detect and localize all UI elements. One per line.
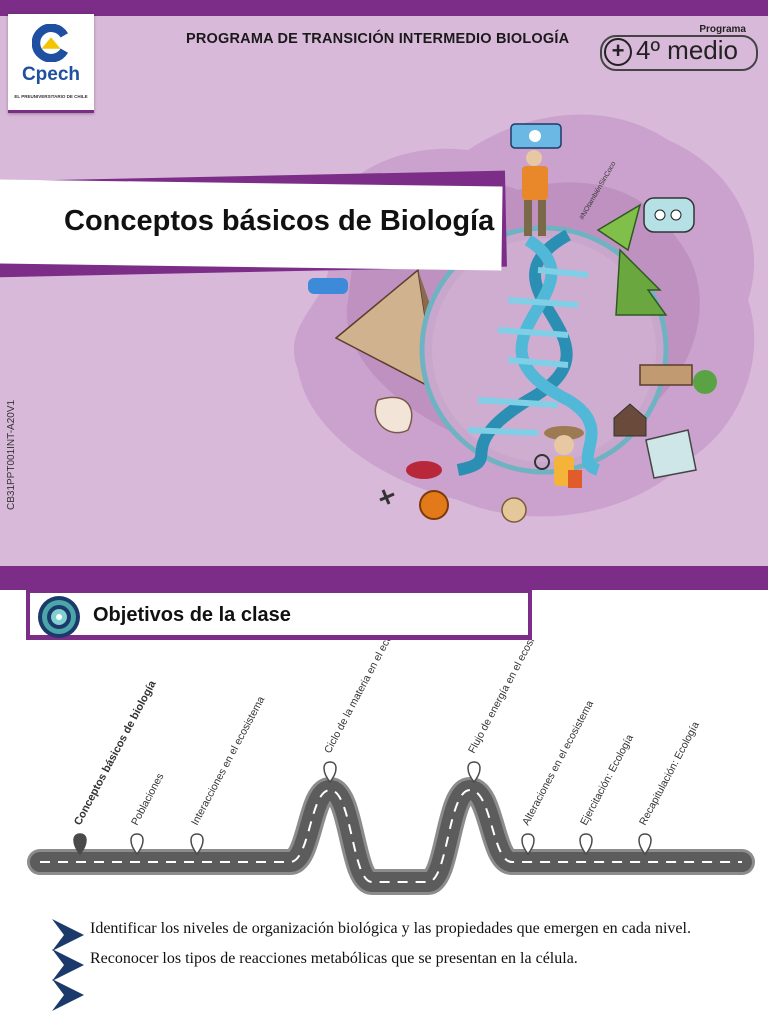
timeline-label: Interacciones en el ecosistema — [189, 694, 267, 827]
timeline-pin-icon — [73, 833, 87, 856]
badge-level: 4º medio — [636, 35, 738, 65]
timeline-label: Flujo de energía en el ecosistema — [466, 640, 551, 755]
objective-item: Reconocer los tipos de reacciones metabó… — [50, 948, 750, 981]
timeline-label: Poblaciones — [129, 771, 166, 827]
timeline-pin-icon — [130, 833, 144, 856]
objectives-header — [30, 593, 528, 635]
objective-text: Reconocer los tipos de reacciones metabó… — [90, 950, 578, 967]
program-badge: Programa + 4º medio — [600, 24, 758, 71]
logo-name: Cpech — [21, 64, 81, 85]
target-icon — [38, 596, 80, 638]
chevron-right-icon — [52, 979, 84, 1011]
timeline-pin-icon — [579, 833, 593, 856]
objectives-list: Identificar los niveles de organización … — [50, 918, 750, 1011]
course-timeline: Conceptos básicos de biologíaPoblaciones… — [27, 640, 755, 895]
timeline-pin-icon — [638, 833, 652, 856]
bottom-bar — [0, 566, 768, 590]
objective-item: Identificar los niveles de organización … — [50, 918, 750, 951]
logo-tagline: EL PREUNIVERSITARIO DE CHILE — [14, 94, 88, 99]
top-bar — [0, 0, 768, 16]
timeline-pin-icon — [190, 833, 204, 856]
slide-title: Conceptos básicos de Biología — [64, 205, 495, 237]
plus-icon: + — [604, 38, 632, 66]
cover-slide: Cpech EL PREUNIVERSITARIO DE CHILE PROGR… — [0, 0, 768, 590]
timeline-label: Ciclo de la materia en el ecosistema — [322, 640, 412, 755]
timeline-label: Ejercitación: Ecología — [578, 732, 636, 827]
objective-text: Identificar los niveles de organización … — [90, 920, 691, 937]
document-code: CB31PPT001INT-A20V1 — [6, 399, 17, 510]
cpech-logo: Cpech EL PREUNIVERSITARIO DE CHILE — [8, 14, 94, 113]
timeline-pin-icon — [323, 761, 337, 784]
badge-frame: + 4º medio — [600, 35, 758, 71]
timeline-pin-icon — [467, 761, 481, 784]
timeline-label: Recapitulación: Ecología — [637, 720, 702, 828]
cpech-c-icon — [32, 24, 68, 62]
chevron-right-icon — [52, 949, 84, 981]
program-title: PROGRAMA DE TRANSICIÓN INTERMEDIO BIOLOG… — [186, 31, 570, 47]
chevron-right-icon — [52, 919, 84, 951]
badge-label: Programa — [699, 24, 746, 35]
biology-illustration: #NOtambiénSinCoco — [293, 114, 755, 523]
timeline-pin-icon — [521, 833, 535, 856]
objectives-title: Objetivos de la clase — [93, 604, 291, 626]
